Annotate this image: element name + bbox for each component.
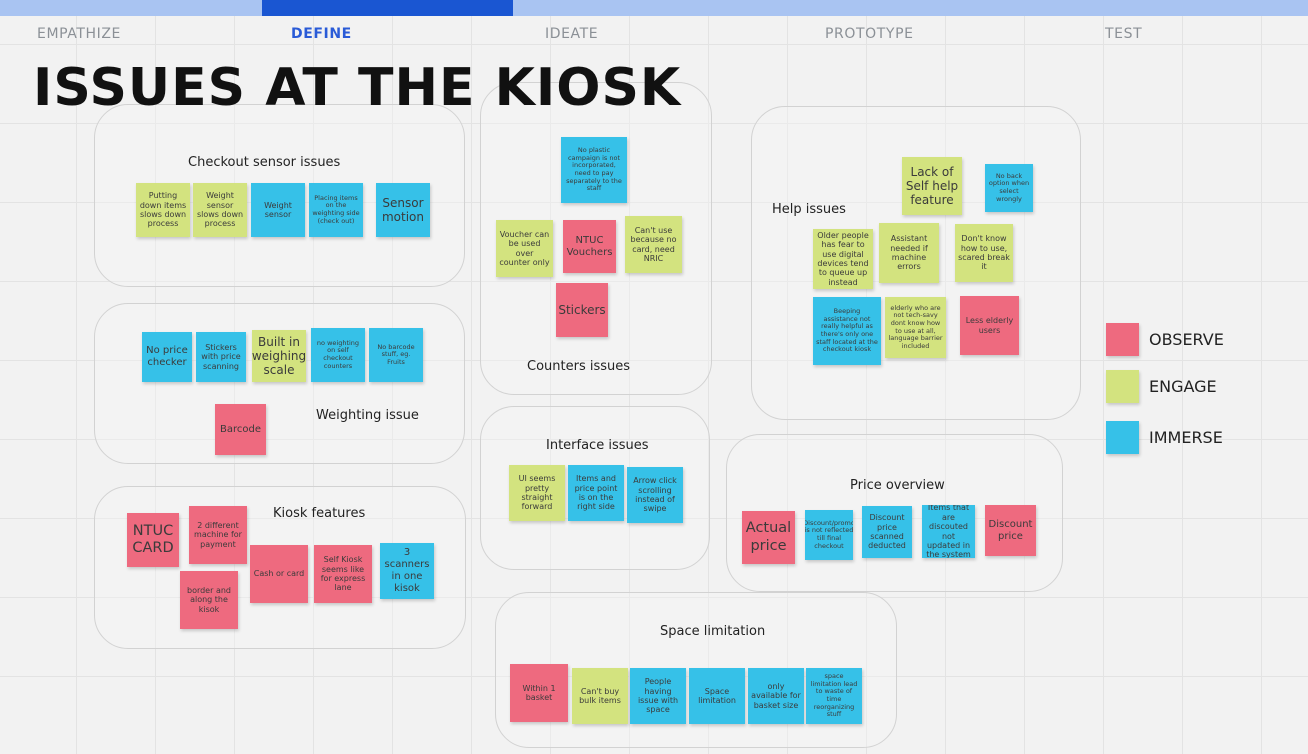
tab-test[interactable]: TEST	[1105, 26, 1143, 42]
sticky-note[interactable]: space limitation lead to waste of time r…	[806, 668, 862, 724]
sticky-note[interactable]: UI seems pretty straight forward	[509, 465, 565, 521]
legend-label: ENGAGE	[1149, 376, 1217, 396]
tab-ideate[interactable]: IDEATE	[545, 26, 599, 42]
sticky-note[interactable]: People having issue with space	[630, 668, 686, 724]
progress-active-segment	[262, 0, 513, 16]
sticky-note[interactable]: Assistant needed if machine errors	[879, 223, 939, 283]
sticky-note[interactable]: Lack of Self help feature	[902, 157, 962, 215]
tab-prototype[interactable]: PROTOTYPE	[825, 26, 914, 42]
sticky-note[interactable]: NTUC CARD	[127, 513, 179, 567]
sticky-note[interactable]: No plastic campaign is not incorporated,…	[561, 137, 627, 203]
sticky-note[interactable]: Within 1 basket	[510, 664, 568, 722]
sticky-note[interactable]: Can't use because no card, need NRIC	[625, 216, 682, 273]
cluster-label-checkout-sensor: Checkout sensor issues	[188, 155, 341, 170]
sticky-note[interactable]: Space limitation	[689, 668, 745, 724]
sticky-note[interactable]: NTUC Vouchers	[563, 220, 616, 273]
sticky-note[interactable]: Items that are discouted not updated in …	[922, 505, 975, 558]
sticky-note[interactable]: No back option when select wrongly	[985, 164, 1033, 212]
sticky-note[interactable]: 2 different machine for payment	[189, 506, 247, 564]
sticky-note[interactable]: no weighting on self checkout counters	[311, 328, 365, 382]
sticky-note[interactable]: Older people has fear to use digital dev…	[813, 229, 873, 289]
cluster-label-counters: Counters issues	[527, 359, 631, 374]
sticky-note[interactable]: Discount/promo is not reflected till fin…	[805, 510, 853, 560]
sticky-note[interactable]: Beeping assistance not really helpful as…	[813, 297, 881, 365]
legend-swatch-immerse	[1106, 420, 1139, 454]
sticky-note[interactable]: elderly who are not tech-savy dont know …	[885, 297, 946, 358]
sticky-note[interactable]: Cash or card	[250, 545, 308, 603]
legend-label: IMMERSE	[1149, 427, 1223, 447]
sticky-note[interactable]: Can't buy bulk items	[572, 668, 628, 724]
page-title: ISSUES AT THE KIOSK	[33, 58, 682, 118]
sticky-note[interactable]: Items and price point is on the right si…	[568, 465, 624, 521]
stage-progress-bar	[0, 0, 1308, 16]
sticky-note[interactable]: Discount price scanned deducted	[862, 506, 912, 558]
sticky-note[interactable]: 3 scanners in one kisok	[380, 543, 434, 599]
sticky-note[interactable]: Don't know how to use, scared break it	[955, 224, 1013, 282]
sticky-note[interactable]: Actual price	[742, 511, 795, 564]
sticky-note[interactable]: Self Kiosk seems like for express lane	[314, 545, 372, 603]
sticky-note[interactable]: Placing items on the weighting side (che…	[309, 183, 363, 237]
tab-empathize[interactable]: EMPATHIZE	[37, 26, 122, 42]
sticky-note[interactable]: Weight sensor slows down process	[193, 183, 247, 237]
cluster-label-price: Price overview	[850, 478, 945, 493]
sticky-note[interactable]: No price checker	[142, 332, 192, 382]
cluster-label-weighting: Weighting issue	[316, 408, 419, 423]
legend-item-immerse: IMMERSE	[1106, 420, 1223, 454]
sticky-note[interactable]: Voucher can be used over counter only	[496, 220, 553, 277]
sticky-note[interactable]: Arrow click scrolling instead of swipe	[627, 467, 683, 523]
sticky-note[interactable]: Stickers	[556, 283, 608, 337]
cluster-label-kiosk-features: Kiosk features	[273, 506, 366, 521]
sticky-note[interactable]: Barcode	[215, 404, 266, 455]
sticky-note[interactable]: border and along the kisok	[180, 571, 238, 629]
legend-label: OBSERVE	[1149, 329, 1224, 349]
sticky-note[interactable]: Less elderly users	[960, 296, 1019, 355]
legend-item-engage: ENGAGE	[1106, 369, 1217, 403]
sticky-note[interactable]: Sensor motion	[376, 183, 430, 237]
sticky-note[interactable]: Discount price	[985, 505, 1036, 556]
sticky-note[interactable]: Built in weighing scale	[252, 330, 306, 382]
sticky-note[interactable]: No barcode stuff, eg. Fruits	[369, 328, 423, 382]
sticky-note[interactable]: Putting down items slows down process	[136, 183, 190, 237]
cluster-label-space: Space limitation	[660, 624, 766, 639]
cluster-label-help: Help issues	[772, 202, 846, 217]
sticky-note[interactable]: Weight sensor	[251, 183, 305, 237]
legend-swatch-engage	[1106, 369, 1139, 403]
cluster-label-interface: Interface issues	[546, 438, 649, 453]
sticky-note[interactable]: only available for basket size	[748, 668, 804, 724]
tab-define[interactable]: DEFINE	[291, 26, 352, 42]
sticky-note[interactable]: Stickers with price scanning	[196, 332, 246, 382]
legend-item-observe: OBSERVE	[1106, 322, 1224, 356]
legend-swatch-observe	[1106, 322, 1139, 356]
